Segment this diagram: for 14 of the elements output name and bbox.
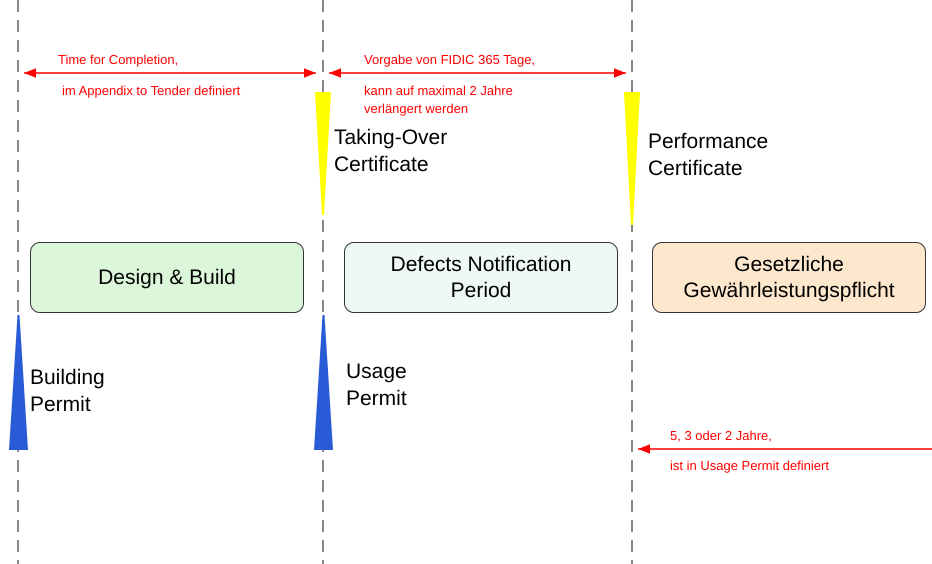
- span-note: 5, 3 oder 2 Jahre,: [670, 427, 773, 445]
- milestone-label: Usage Permit: [346, 359, 408, 412]
- phase-box: Gesetzliche Gewährleistungspflicht: [652, 242, 926, 313]
- span-note: kann auf maximal 2 Jahre verlängert werden: [364, 82, 514, 118]
- phase-box: Defects Notification Period: [344, 242, 618, 313]
- span-note: Vorgabe von FIDIC 365 Tage,: [364, 51, 536, 69]
- span-note: ist in Usage Permit definiert: [670, 457, 830, 475]
- phase-box: Design & Build: [30, 242, 304, 313]
- milestone-label: Performance Certificate: [648, 129, 770, 182]
- span-note: im Appendix to Tender definiert: [62, 82, 242, 100]
- span-arrow: [329, 68, 626, 78]
- milestone-label: Building Permit: [30, 365, 106, 418]
- span-note: Time for Completion,: [58, 51, 180, 69]
- milestone-label: Taking-Over Certificate: [334, 125, 448, 178]
